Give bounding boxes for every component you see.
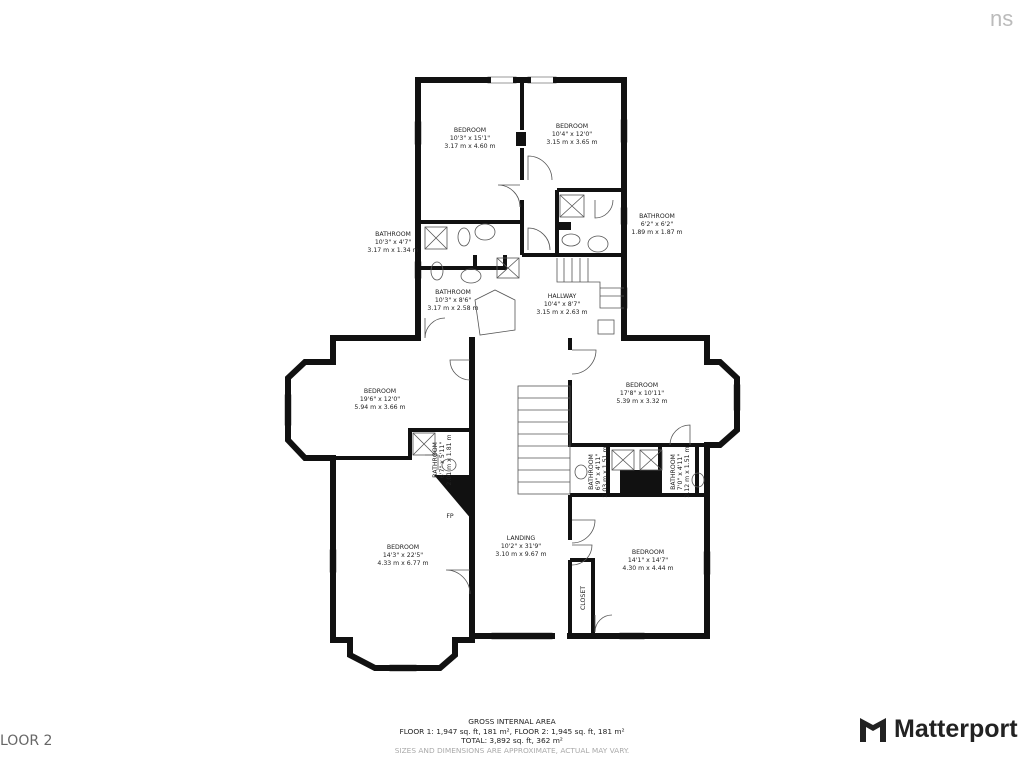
svg-text:7'0" x 4'11": 7'0" x 4'11" — [677, 454, 684, 491]
svg-text:1.89 m x 1.87 m: 1.89 m x 1.87 m — [631, 229, 682, 236]
svg-text:3.15 m x 2.63 m: 3.15 m x 2.63 m — [536, 309, 587, 316]
svg-text:BATHROOM: BATHROOM — [375, 231, 411, 238]
area-heading: GROSS INTERNAL AREA — [468, 717, 556, 726]
matterport-logo: Matterport — [858, 714, 1018, 744]
svg-text:BEDROOM: BEDROOM — [632, 549, 664, 556]
doors — [424, 155, 691, 633]
svg-text:10'4" x 12'0": 10'4" x 12'0" — [552, 131, 592, 138]
svg-text:10'3" x 8'6": 10'3" x 8'6" — [435, 297, 472, 304]
area-floors: FLOOR 1: 1,947 sq. ft, 181 m², FLOOR 2: … — [399, 726, 625, 736]
svg-text:10'2" x 31'9": 10'2" x 31'9" — [501, 543, 541, 550]
svg-text:2.12 m x 1.51 m: 2.12 m x 1.51 m — [684, 446, 691, 497]
svg-text:3.17 m x 1.34 m: 3.17 m x 1.34 m — [367, 247, 418, 254]
svg-text:5.39 m x 3.32 m: 5.39 m x 3.32 m — [616, 398, 667, 405]
svg-text:BATHROOM: BATHROOM — [670, 454, 677, 490]
svg-text:3.17 m x 4.60 m: 3.17 m x 4.60 m — [444, 143, 495, 150]
fireplace-label: FP — [446, 513, 454, 520]
svg-text:14'1" x 14'7": 14'1" x 14'7" — [628, 557, 668, 564]
svg-text:17'8" x 10'11": 17'8" x 10'11" — [620, 390, 664, 397]
svg-text:6'2" x 6'2": 6'2" x 6'2" — [641, 221, 674, 228]
svg-text:BEDROOM: BEDROOM — [364, 388, 396, 395]
svg-text:LANDING: LANDING — [507, 535, 536, 542]
brand-logo-ns: ns — [990, 6, 1014, 31]
svg-text:4.33 m x 6.77 m: 4.33 m x 6.77 m — [377, 560, 428, 567]
svg-text:BEDROOM: BEDROOM — [454, 127, 486, 134]
svg-text:3.10 m x 9.67 m: 3.10 m x 9.67 m — [495, 551, 546, 558]
svg-text:BATHROOM: BATHROOM — [435, 289, 471, 296]
svg-text:19'6" x 12'0": 19'6" x 12'0" — [360, 396, 400, 403]
svg-text:6'7" x 5'11": 6'7" x 5'11" — [439, 442, 446, 479]
disclaimer: SIZES AND DIMENSIONS ARE APPROXIMATE, AC… — [394, 745, 630, 755]
walls — [285, 77, 740, 671]
svg-text:BEDROOM: BEDROOM — [556, 123, 588, 130]
svg-text:4.30 m x 4.44 m: 4.30 m x 4.44 m — [622, 565, 673, 572]
svg-text:5.94 m x 3.66 m: 5.94 m x 3.66 m — [354, 404, 405, 411]
svg-text:10'4" x 8'7": 10'4" x 8'7" — [544, 301, 581, 308]
svg-text:BATHROOM: BATHROOM — [588, 454, 595, 490]
area-total: TOTAL: 3,892 sq. ft, 362 m² — [461, 736, 563, 745]
closet-label: CLOSET — [580, 586, 587, 610]
area-summary: GROSS INTERNAL AREA FLOOR 1: 1,947 sq. f… — [0, 717, 1024, 755]
svg-text:BATHROOM: BATHROOM — [432, 442, 439, 478]
svg-text:HALLWAY: HALLWAY — [548, 293, 577, 300]
windows — [284, 76, 741, 672]
staircase — [517, 258, 624, 495]
svg-text:6'9" x 4'11": 6'9" x 4'11" — [595, 454, 602, 491]
svg-text:10'3" x 4'7": 10'3" x 4'7" — [375, 239, 412, 246]
matterport-wordmark: Matterport — [894, 714, 1018, 743]
svg-text:3.17 m x 2.58 m: 3.17 m x 2.58 m — [427, 305, 478, 312]
svg-text:BEDROOM: BEDROOM — [387, 544, 419, 551]
floor-label: LOOR 2 — [0, 733, 53, 749]
svg-text:2.01 m x 1.81 m: 2.01 m x 1.81 m — [446, 434, 453, 485]
svg-text:BEDROOM: BEDROOM — [626, 382, 658, 389]
svg-text:3.15 m x 3.65 m: 3.15 m x 3.65 m — [546, 139, 597, 146]
svg-text:2.03 m x 1.51 m: 2.03 m x 1.51 m — [602, 446, 609, 497]
fixtures — [412, 194, 705, 488]
svg-text:10'3" x 15'1": 10'3" x 15'1" — [450, 135, 490, 142]
matterport-icon — [860, 718, 886, 742]
svg-text:BATHROOM: BATHROOM — [639, 213, 675, 220]
svg-text:14'3" x 22'5": 14'3" x 22'5" — [383, 552, 423, 559]
